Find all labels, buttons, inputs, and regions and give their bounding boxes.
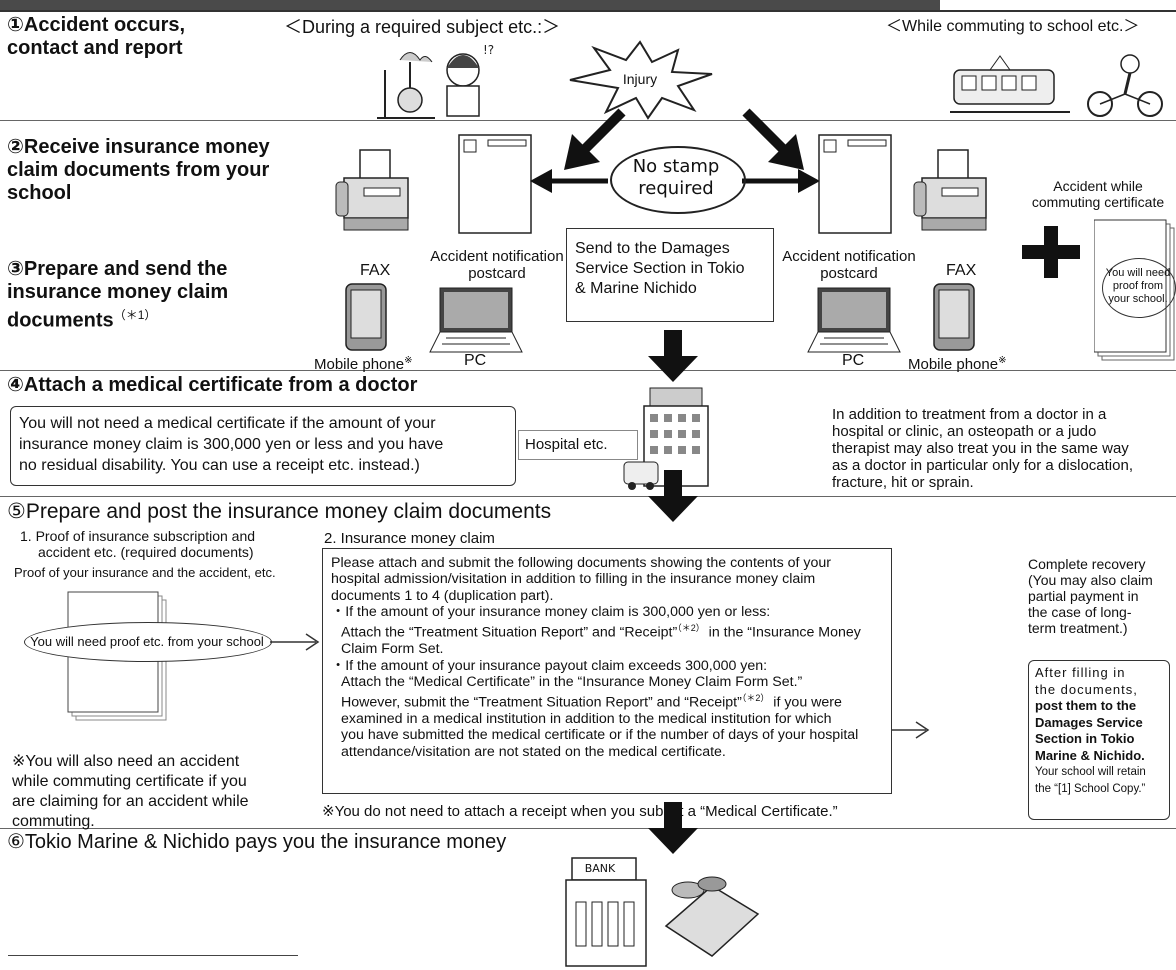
osteopath-note: In addition to treatment from a doctor i…: [832, 406, 1133, 491]
bank-label: BANK: [584, 862, 616, 875]
proof-school-label: You will need proof etc. from your schoo…: [30, 634, 264, 649]
claim-instructions-box: Please attach and submit the following d…: [322, 548, 892, 794]
postcard-right-label: Accident notification postcard: [782, 248, 916, 282]
header-bar: [0, 0, 940, 10]
commuting-label: ＜While commuting to school etc.＞: [886, 18, 1140, 35]
separator-2: [0, 370, 1176, 371]
footnote-rule: [8, 955, 298, 956]
commuting-note: ※You will also need an accident while co…: [12, 753, 249, 830]
bank-money-icon: [565, 857, 760, 967]
postcard-left-label: Accident notification postcard: [430, 248, 564, 282]
pc-left-label: PC: [464, 352, 487, 369]
proof-label: You will need proof from your school.: [1105, 267, 1171, 305]
svg-text:!?: !?: [483, 43, 494, 57]
step5-title: ⑤Prepare and post the insurance money cl…: [7, 500, 552, 523]
fax-machine-right-icon: [913, 149, 987, 231]
post-instructions-box: After filling in the documents, post the…: [1028, 660, 1170, 820]
arrow-down-icon: [648, 330, 698, 382]
plus-icon: [1022, 226, 1080, 278]
separator-3: [0, 496, 1176, 497]
arrow-left-icon: [530, 169, 608, 193]
fax-machine-icon: [335, 149, 409, 231]
pc-right-label: PC: [842, 352, 865, 369]
laptop-right-icon: [807, 287, 901, 353]
arrow-right-thin-2-icon: [892, 721, 930, 739]
separator-4: [0, 828, 1176, 829]
arrow-right-thin-icon: [270, 633, 320, 651]
step6-title: ⑥Tokio Marine & Nichido pays you the ins…: [7, 831, 507, 853]
postcard-right-icon: [818, 134, 892, 234]
arrow-down-3-icon: [648, 802, 698, 854]
postcard-left-icon: [458, 134, 532, 234]
arrow-down-2-icon: [648, 470, 698, 522]
during-label: ＜During a required subject etc.:＞: [284, 17, 561, 37]
claim-item: 2. Insurance money claim: [324, 530, 495, 547]
step2-title: ②Receive insurance money claim documents…: [7, 136, 270, 204]
laptop-icon: [429, 287, 523, 353]
step4-title: ④Attach a medical certificate from a doc…: [7, 374, 418, 396]
proof-item: 1. Proof of insurance subscription and a…: [20, 528, 256, 560]
arrow-down-left-icon: [564, 108, 626, 170]
lab-accident-icon: !?: [377, 43, 494, 119]
injury-label: Injury: [622, 71, 658, 87]
no-stamp-label: No stamp required: [632, 156, 720, 199]
injury-burst-icon: [569, 40, 713, 120]
send-to-box: Send to the Damages Service Section in T…: [566, 228, 774, 322]
hospital-label: Hospital etc.: [518, 430, 638, 460]
train-bike-icon: [950, 54, 1163, 117]
mobile-left-label: Mobile phone※: [314, 355, 413, 373]
arrow-right-icon: [742, 169, 820, 193]
complete-recovery-note: Complete recovery (You may also claim pa…: [1028, 556, 1153, 636]
mobile-right-label: Mobile phone※: [908, 355, 1007, 373]
step1-title: ①Accident occurs, contact and report: [7, 14, 186, 59]
mobile-phone-icon: [345, 283, 387, 351]
medical-certificate-note: You will not need a medical certificate …: [10, 406, 516, 486]
page-frame: [0, 10, 1176, 970]
no-stamp-oval: [610, 146, 746, 214]
arrow-down-right-icon: [742, 108, 804, 170]
separator-1: [0, 120, 1176, 121]
mobile-phone-right-icon: [933, 283, 975, 351]
fax-right-label: FAX: [946, 262, 977, 279]
proof-item-sub: Proof of your insurance and the accident…: [14, 565, 276, 580]
document-stack-icon: [67, 591, 167, 721]
receipt-note: ※You do not need to attach a receipt whe…: [322, 803, 838, 820]
step3-title: ③Prepare and send the insurance money cl…: [7, 258, 229, 332]
fax-left-label: FAX: [360, 262, 391, 279]
commuting-certificate-label: Accident while commuting certificate: [1031, 178, 1165, 210]
